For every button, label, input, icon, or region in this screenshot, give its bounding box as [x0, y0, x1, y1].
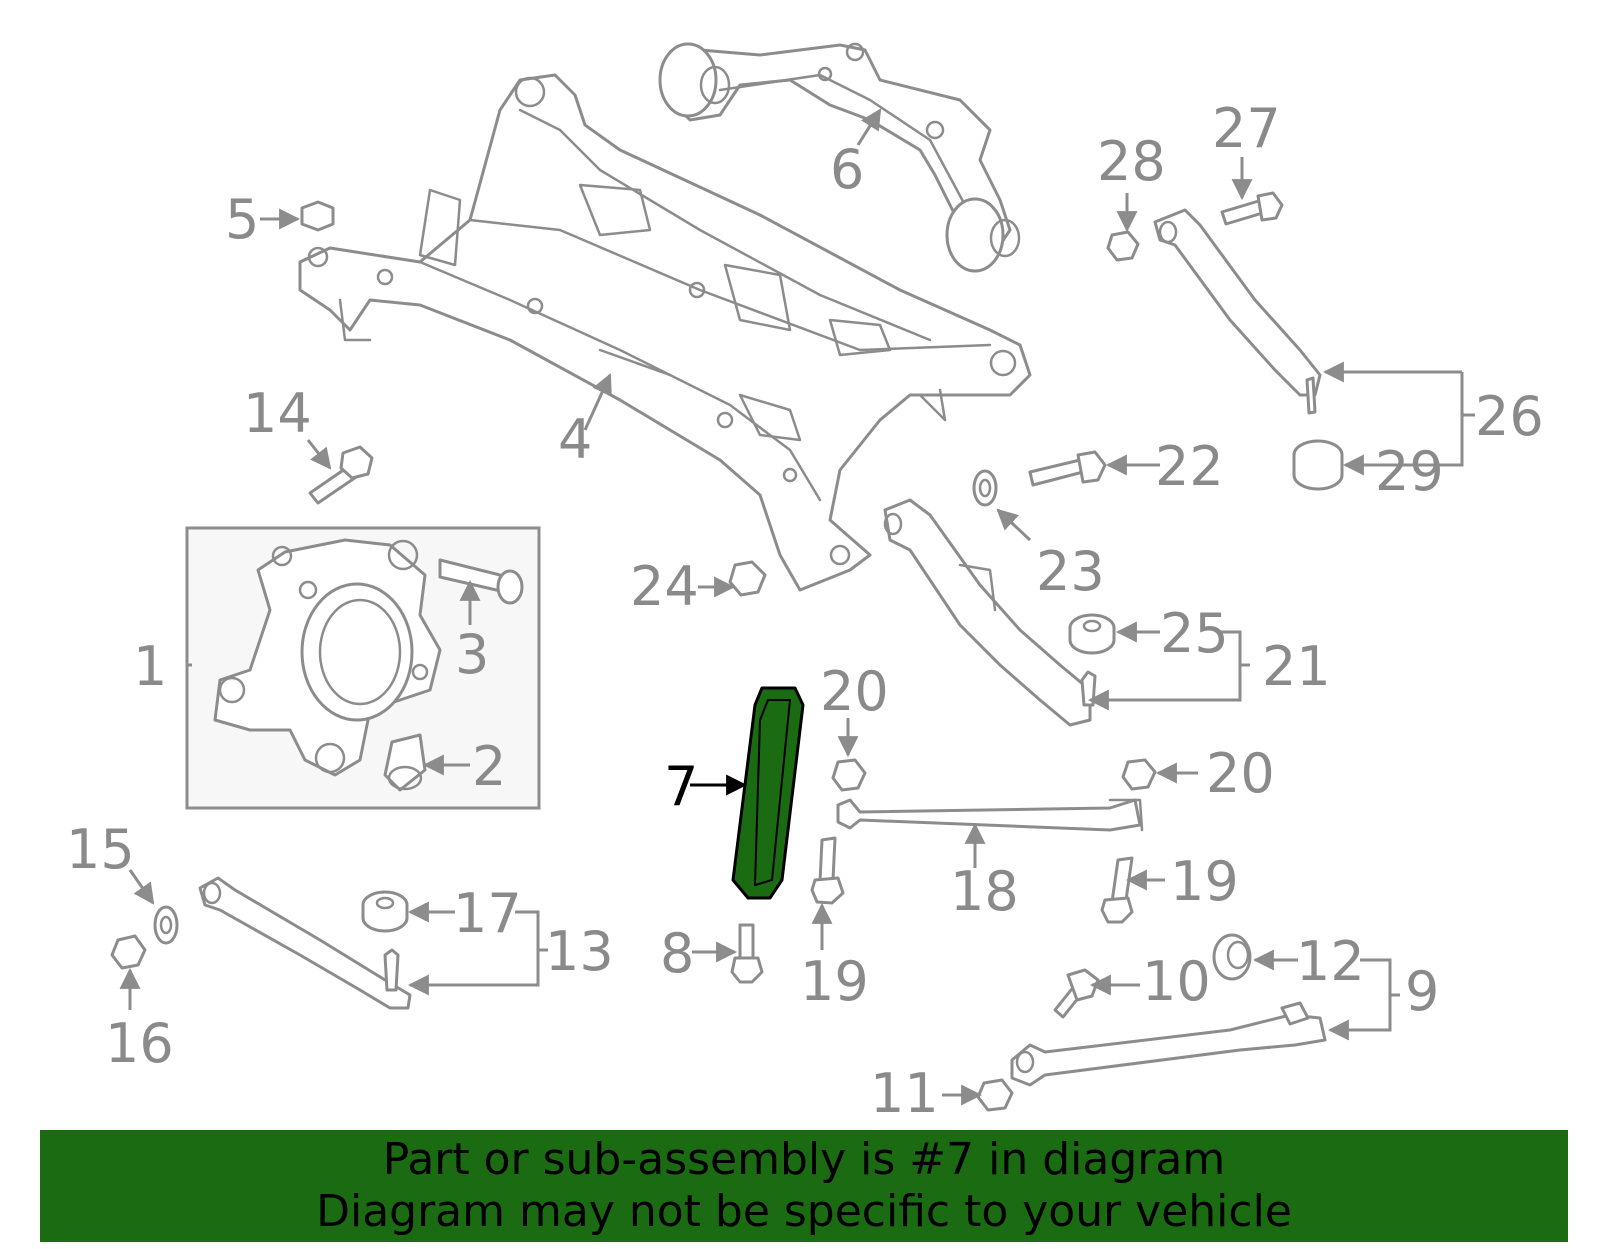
- callout-19a: 19: [800, 950, 869, 1013]
- callout-29: 29: [1375, 440, 1444, 503]
- highlighted-part-7: [731, 686, 805, 900]
- callout-16: 16: [105, 1012, 174, 1075]
- callout-numbers: 1 2 3 4 5 6 7 8 9 10 11 12 13 14 15 16 1…: [66, 97, 1544, 1125]
- callout-27: 27: [1212, 97, 1281, 160]
- bolt-8: [730, 923, 764, 984]
- nut-20b: [1121, 758, 1157, 791]
- link-18: [836, 798, 1144, 832]
- leader-lines: [119, 108, 1475, 1106]
- nut-5: [300, 200, 335, 232]
- callout-8: 8: [660, 922, 694, 985]
- knuckle-assembly-box: [185, 526, 541, 810]
- toe-link-26: [1153, 208, 1322, 415]
- nut-24: [728, 560, 767, 597]
- callout-20a: 20: [820, 660, 889, 723]
- callout-14: 14: [243, 382, 312, 445]
- nut-11: [976, 1078, 1014, 1112]
- callout-3: 3: [455, 623, 489, 686]
- subframe-crossmember: [298, 73, 1032, 592]
- callout-15: 15: [66, 818, 135, 881]
- part-info-banner: Part or sub-assembly is #7 in diagram Di…: [40, 1130, 1568, 1242]
- nut-28: [1106, 230, 1140, 262]
- washer-23: [972, 469, 998, 507]
- bushing-29: [1292, 439, 1344, 491]
- callout-22: 22: [1155, 435, 1224, 498]
- banner-line-2: Diagram may not be specific to your vehi…: [316, 1186, 1292, 1237]
- callout-1: 1: [133, 635, 167, 698]
- link-9: [1010, 1001, 1327, 1087]
- callout-2: 2: [472, 735, 506, 798]
- lower-link-13: [198, 876, 412, 1010]
- bushing-25: [1068, 613, 1116, 655]
- callout-23: 23: [1036, 540, 1105, 603]
- bushing-2: [383, 733, 427, 792]
- callout-28: 28: [1097, 130, 1166, 193]
- nut-20a: [831, 758, 867, 792]
- washer-15: [153, 905, 179, 945]
- bolt-19a: [810, 836, 845, 905]
- callout-11: 11: [870, 1062, 939, 1125]
- callout-20b: 20: [1206, 742, 1275, 805]
- nut-16: [110, 934, 147, 970]
- callout-5: 5: [225, 188, 259, 251]
- callout-6: 6: [830, 138, 864, 201]
- callout-25: 25: [1160, 602, 1229, 665]
- callout-12: 12: [1296, 930, 1365, 993]
- bushing-17: [361, 890, 409, 933]
- callout-7: 7: [664, 755, 698, 818]
- bolt-19b: [1100, 856, 1134, 924]
- callout-21: 21: [1262, 635, 1331, 698]
- callout-19b: 19: [1170, 850, 1239, 913]
- callout-17: 17: [453, 882, 522, 945]
- lower-arm-21: [883, 498, 1097, 727]
- callout-18: 18: [950, 860, 1019, 923]
- callout-26: 26: [1475, 385, 1544, 448]
- upper-control-arm: [658, 42, 1021, 273]
- callout-9: 9: [1405, 960, 1439, 1023]
- bolt-14: [308, 445, 374, 505]
- bushing-12: [1212, 933, 1252, 981]
- bolt-22: [1028, 450, 1107, 487]
- callout-4: 4: [558, 408, 592, 471]
- bolt-10: [1053, 968, 1100, 1019]
- bolt-27: [1220, 191, 1284, 226]
- bolt-3: [438, 558, 524, 605]
- banner-line-1: Part or sub-assembly is #7 in diagram: [382, 1134, 1226, 1185]
- callout-10: 10: [1142, 950, 1211, 1013]
- callout-24: 24: [630, 555, 699, 618]
- callout-13: 13: [545, 920, 614, 983]
